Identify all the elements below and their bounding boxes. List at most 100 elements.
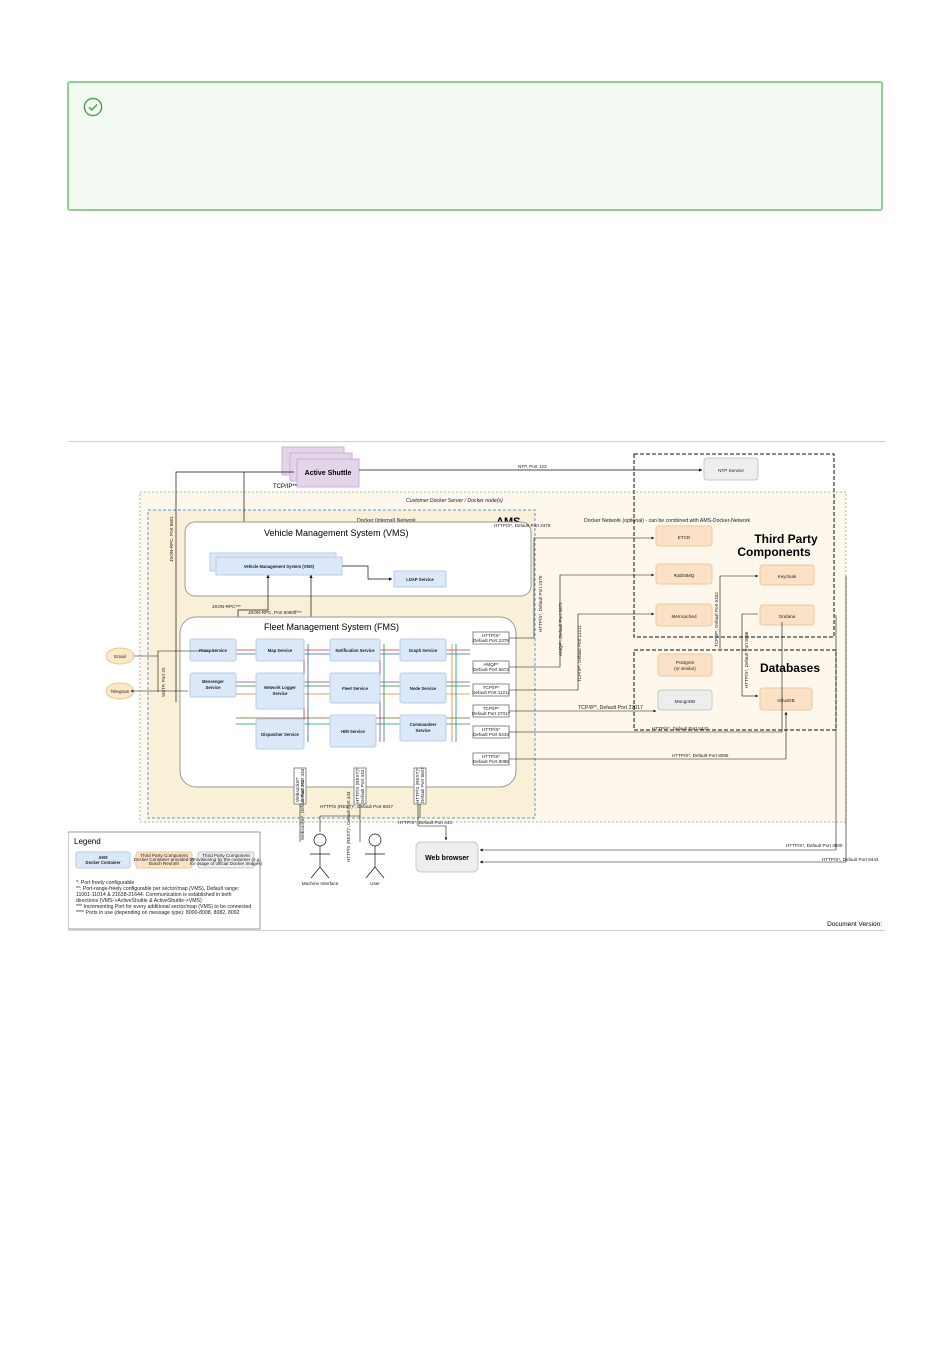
commandeer-service-box: [399, 714, 447, 742]
messenger-service-label-b: Service: [206, 685, 222, 690]
port-connector-label: HTTP/S*: [482, 754, 500, 759]
architecture-diagram-frame: Customer Docker Server / Docker node(s) …: [67, 441, 885, 931]
ldap-service-box: [393, 570, 447, 588]
port-connector-label: TCP/IP*: [483, 685, 500, 690]
https-8086-vertical-label: HTTP/S*, Default Port 8086: [744, 631, 749, 688]
success-notice: [67, 81, 883, 211]
graph-service-label: Graph Service: [409, 648, 438, 653]
smtp-label: SMTP, Port 25: [161, 667, 166, 697]
jsonrpc-star-label: JSON-RPC***: [212, 604, 241, 609]
https-rest-label: HTTP/S (REST)*, Default Port 443: [346, 791, 351, 862]
port-connector-label: Websocket*: [295, 777, 300, 802]
mongodb-box: [657, 689, 713, 711]
node-service-label: Node Service: [410, 686, 437, 691]
node-service-box: [399, 672, 447, 704]
legend-note: 11001-11014 & 21638-21644. Communication…: [76, 892, 232, 898]
web-browser-box: [415, 841, 479, 873]
port-connector-label: AMQP*: [483, 662, 499, 667]
proxy-service-label: Proxy Service: [199, 648, 227, 653]
right-port-connectors: HTTP/S* Default Port 2379 AMQP* Default …: [472, 631, 511, 766]
bottom-port-connectors: Websocket* Default Port 443 HTTP/S (REST…: [293, 767, 427, 805]
port-connector-label: Default Port 2379: [473, 638, 509, 643]
postgres-label-b: (or similar): [674, 666, 696, 671]
dispatcher-service-label: Dispatcher Service: [261, 732, 299, 737]
active-shuttle-label: Active Shuttle: [305, 470, 352, 477]
https-2379-label: HTTP/S*, Default Port 2379: [494, 523, 551, 528]
check-circle-icon: [83, 97, 103, 117]
etcd-box: [655, 525, 713, 547]
legend-tp-c: Bosch Rexroth: [149, 861, 180, 866]
databases-title: Databases: [760, 661, 820, 675]
port-connector-label: HTTP/S*: [482, 727, 500, 732]
map-service-label: Map Service: [268, 648, 293, 653]
influxdb-label: InfluxDB: [777, 698, 794, 703]
keycloak-label: Keycloak: [778, 574, 797, 579]
port-connector-label: HTTP/S*: [482, 633, 500, 638]
email-label: Email: [114, 654, 126, 659]
port-connector-label: Default Port 443: [300, 768, 305, 802]
messenger-service-box: [189, 672, 237, 698]
memcached-label: Memcached: [671, 614, 696, 619]
hmi-service-label: HMI Service: [341, 729, 365, 734]
https-443-label: HTTP/S*, Default Port 443: [398, 820, 452, 825]
legend-ams-a: AMS: [98, 855, 108, 860]
legend-note: *: Port freely configurable: [76, 880, 134, 886]
commandeer-label-a: Commandeer: [410, 722, 437, 727]
port-connector-label: Default Port 27017: [472, 711, 511, 716]
grafana-box: [759, 604, 815, 626]
port-connector-label: HTTP/S (REST)*: [355, 768, 360, 803]
https-2379-vertical-label: HTTP/S*, Default Port 2379: [538, 575, 543, 632]
influxdb-box: [759, 687, 813, 711]
legend-cu-b: Provisioning by the customer (e.g.: [191, 857, 260, 862]
grafana-label: Grafana: [779, 614, 796, 619]
port-connector-label: Default Port 8847: [420, 767, 425, 803]
port-connector-label: Default Port 443: [360, 769, 365, 803]
ntp-service-label: NTP Service: [718, 468, 744, 473]
legend-box: [67, 831, 261, 930]
vms-title: Vehicle Management System (VMS): [264, 528, 409, 538]
memcached-box: [655, 603, 713, 627]
fms-title: Fleet Management System (FMS): [264, 622, 399, 632]
port-connector-label: TCP/IP*: [483, 706, 500, 711]
tcpip-27017-label: TCP/IP*, Default Port 27017: [578, 705, 643, 711]
user-actor: [365, 833, 385, 879]
machine-interface-label: Machine Interface: [302, 881, 339, 886]
legend-note: *** Incrementing Port for every addition…: [76, 904, 251, 910]
postgres-box: [657, 653, 713, 677]
https-8086-label: HTTP/S*, Default Port 8086: [672, 753, 729, 758]
web-browser-label: Web browser: [425, 855, 469, 862]
tcpip-11211-label: TCP/IP*, Default Port 11211: [577, 625, 582, 682]
postgres-label-a: Postgres: [676, 660, 695, 665]
machine-interface-actor: [310, 833, 330, 879]
https-8443b-label: HTTP/S*, Default Port 8443: [822, 857, 879, 862]
legend-cu-c: for usage of official Docker Images): [190, 861, 263, 866]
legend-customer-swatch: [197, 851, 255, 869]
notification-service-box: [329, 638, 381, 662]
ntp-service-box: [703, 457, 759, 481]
mongodb-label: MongoDB: [675, 699, 695, 704]
network-logger-label-b: Service: [273, 691, 289, 696]
ldap-service-label: LDAP Service: [406, 577, 434, 582]
websocket-label: Websocket*, Default Port 443: [300, 779, 305, 840]
legend-ams-swatch: [75, 851, 131, 869]
https-8847-label: HTTP/S (REST)*, Default Port 8847: [320, 804, 393, 809]
keycloak-box: [759, 564, 815, 586]
messenger-service-label-a: Messenger: [202, 679, 224, 684]
third-party-title-a: Third Party: [754, 532, 818, 546]
architecture-diagram: Customer Docker Server / Docker node(s) …: [67, 446, 882, 930]
legend-note: directions (VMS->ActiveShuttle & ActiveS…: [76, 898, 202, 904]
tcpip-label: TCP/IP**: [273, 484, 298, 490]
map-service-box: [255, 638, 305, 662]
amqp-label: AMQP*, Default Port 5672: [558, 602, 563, 656]
tcpip-5432-label: TCP/IP*, Default Port 5432: [714, 592, 719, 647]
graph-service-box: [399, 638, 447, 662]
rabbitmq-label: RabbitMQ: [674, 573, 695, 578]
ntp-port-label: NTP, Port 123: [518, 464, 547, 469]
hmi-service-box: [329, 714, 377, 748]
docker-optional-label: Docker Network (optional) - can be combi…: [584, 518, 750, 524]
legend-note: **** Ports in use (depending on message …: [76, 910, 240, 916]
third-party-title-b: Components: [737, 545, 811, 559]
network-logger-service-box: [255, 672, 305, 710]
docker-internal-label: Docker (internal) Network: [357, 518, 416, 524]
telegram-label: Telegram: [111, 689, 130, 694]
